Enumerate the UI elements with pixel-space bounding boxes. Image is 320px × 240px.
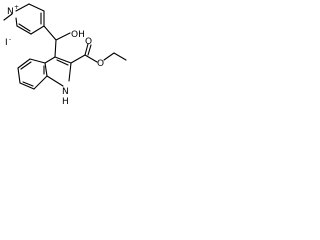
pyridinium-ring [15,3,45,35]
carbinol-to-hydroxyl-bond [55,32,71,41]
indole-hydrogen-label: H [62,97,69,107]
carbinol-to-indole-bond [54,39,57,58]
ethyl-ester-group [70,43,127,64]
carbonyl-oxygen-label: O [85,37,92,47]
indole-pyrrole-ring [44,56,72,87]
iodide-negative-charge: - [9,36,11,43]
pyridine-to-carbinol-bond [43,25,57,41]
hydroxyl-label: OH [71,30,85,40]
chemical-structure-diagram: N + I - OH N H O O [3,3,127,107]
ester-oxygen-label: O [97,59,104,69]
indole-benzene-ring [17,58,48,90]
iodide-label: I [5,38,8,48]
indole-nitrogen-label: N [62,87,69,97]
n-methyl-bond [3,13,13,21]
pyridinium-nitrogen-label: N [7,7,14,17]
pyridinium-positive-charge: + [14,4,19,11]
